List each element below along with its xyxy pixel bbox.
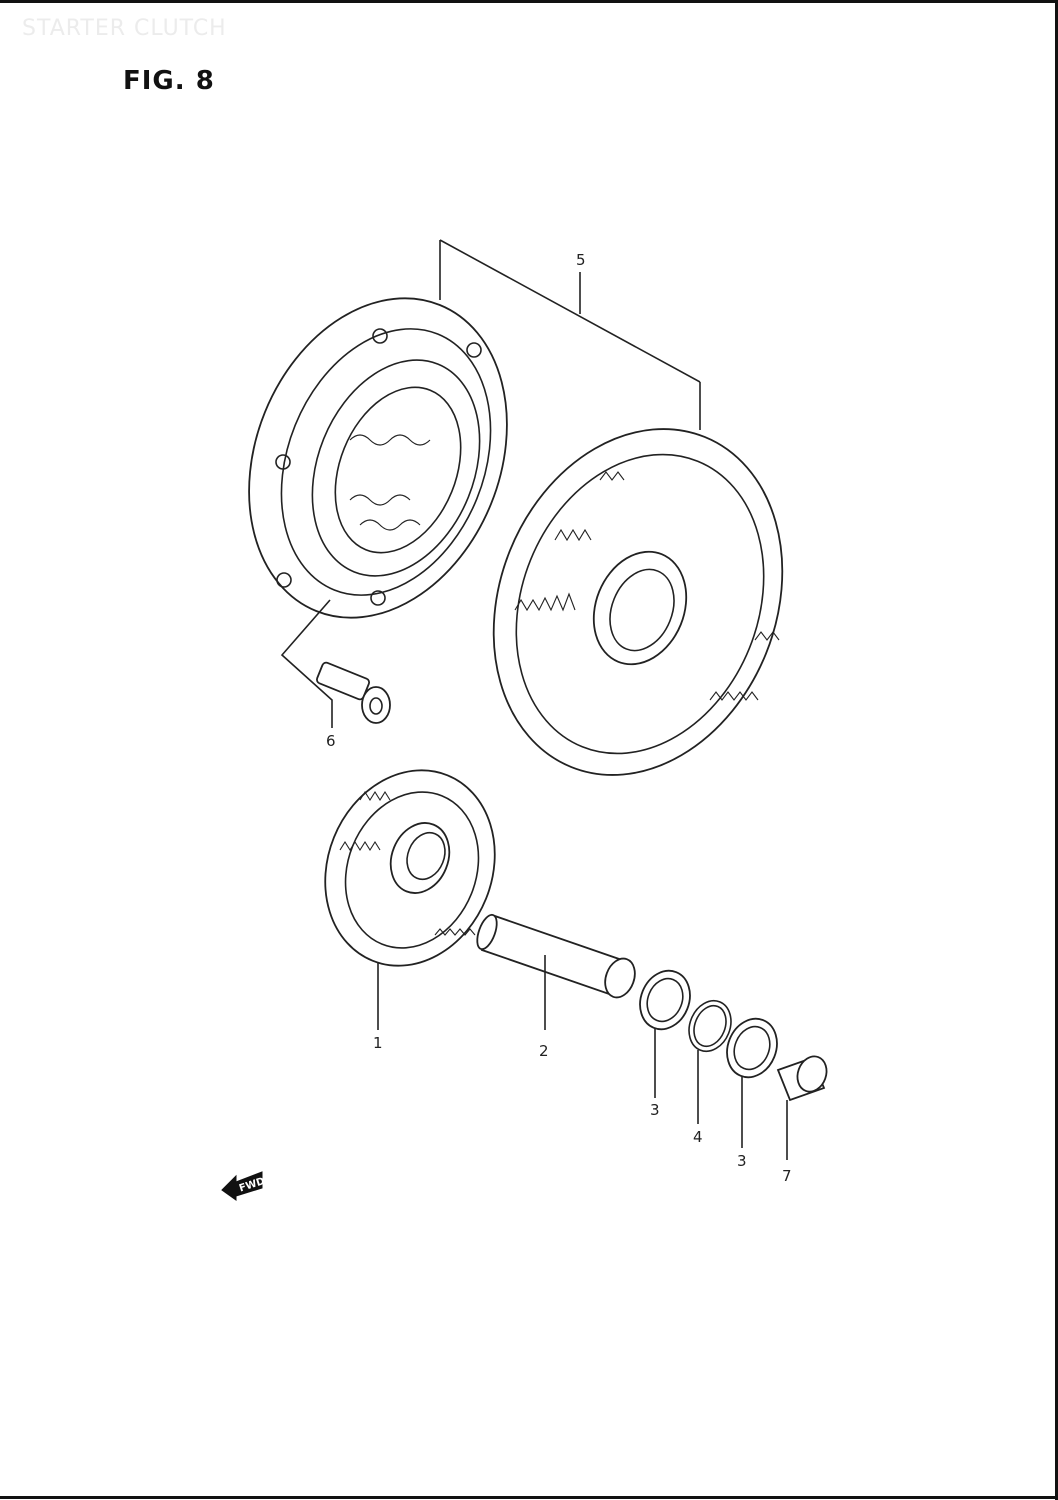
- fwd-arrow-icon: FWD: [221, 1171, 266, 1201]
- starter-clutch-body: [248, 297, 508, 619]
- part-5-leader: [439, 239, 701, 430]
- label-part-7: 7: [782, 1167, 792, 1185]
- label-part-6: 6: [326, 732, 336, 750]
- label-part-3a: 3: [650, 1101, 660, 1119]
- bottom-border: [0, 1496, 1058, 1499]
- starter-driven-gear: [492, 428, 784, 776]
- washer-3b: [726, 1017, 778, 1148]
- top-border: [0, 0, 1058, 3]
- label-part-3b: 3: [737, 1152, 747, 1170]
- section-title: STARTER CLUTCH: [22, 16, 227, 41]
- right-border: [1055, 0, 1058, 1500]
- cap-7: [776, 1055, 828, 1160]
- label-part-5: 5: [576, 251, 586, 269]
- bolt-6: [280, 599, 391, 728]
- shaft-2: [476, 913, 636, 1030]
- idle-gear-1: [324, 769, 496, 1030]
- label-part-4: 4: [693, 1128, 703, 1146]
- circlip-4: [688, 999, 732, 1124]
- fwd-badge-text: FWD: [238, 1176, 266, 1195]
- figure-label: FIG. 8: [123, 66, 215, 96]
- label-part-1: 1: [373, 1034, 383, 1052]
- label-part-2: 2: [539, 1042, 549, 1060]
- washer-3a: [639, 969, 691, 1098]
